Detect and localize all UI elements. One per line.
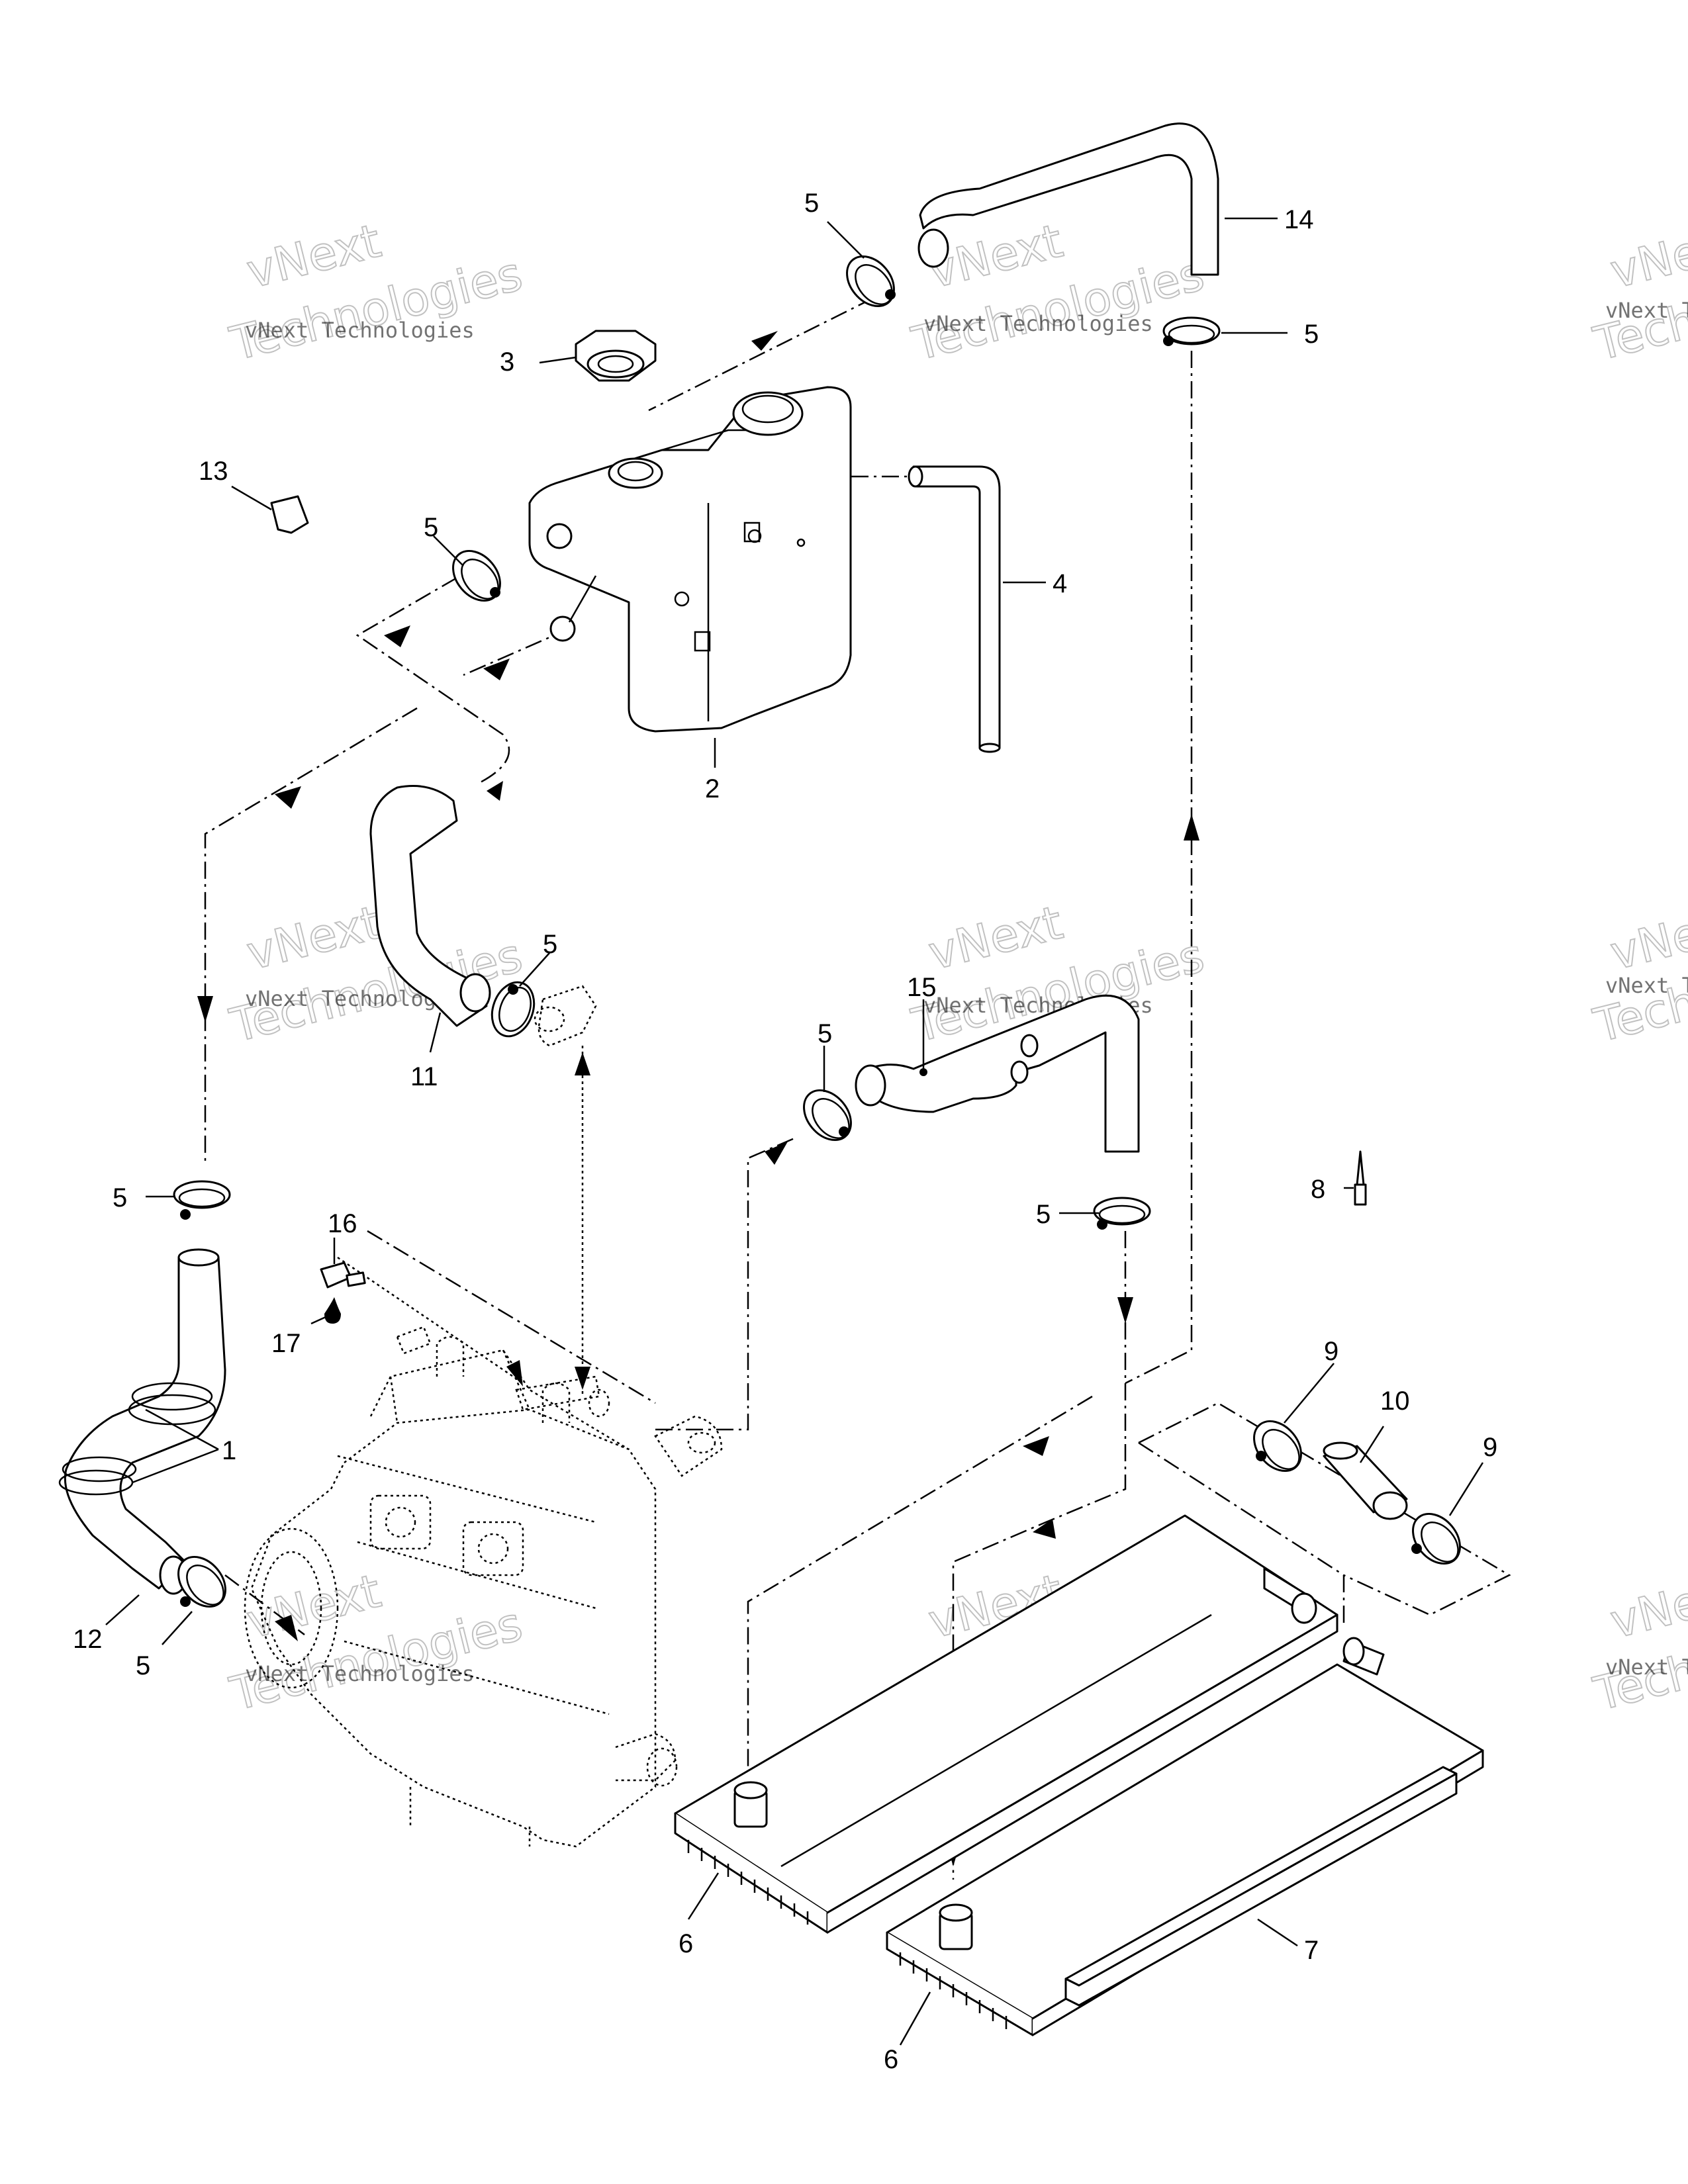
callout-3: 3 xyxy=(500,347,514,377)
lower-hose-1-12 xyxy=(58,1248,226,1595)
callout-5: 5 xyxy=(1036,1200,1051,1229)
clamp-9 xyxy=(1253,1420,1302,1473)
watermark: vNext Technologies xyxy=(1588,213,1688,372)
callout-14: 14 xyxy=(1284,205,1314,234)
callout-15: 15 xyxy=(907,973,937,1002)
temperature-sensor-16 xyxy=(320,1261,366,1289)
callout-2: 2 xyxy=(705,774,720,803)
callout-5: 5 xyxy=(424,513,438,542)
watermark-text: vNext Technologies xyxy=(1605,973,1688,998)
clamp-9 xyxy=(1411,1512,1461,1565)
clamp-5 xyxy=(173,1180,231,1220)
clamp-5 xyxy=(803,1089,852,1142)
callout-labels: 5 14 5 3 13 5 4 2 5 11 15 5 5 8 5 16 17 … xyxy=(73,189,1497,2074)
callout-16: 16 xyxy=(328,1209,357,1238)
callout-7: 7 xyxy=(1304,1936,1319,1965)
callout-4: 4 xyxy=(1053,569,1067,598)
callout-12: 12 xyxy=(73,1625,103,1654)
clamp-5 xyxy=(1093,1197,1151,1230)
svg-text:vNext: vNext xyxy=(1605,895,1688,981)
svg-text:vNext: vNext xyxy=(1605,1564,1688,1649)
watermark: vNext Technologies xyxy=(1588,895,1688,1054)
hose-11 xyxy=(369,785,491,1027)
clamp-5 xyxy=(452,549,501,602)
engine-block xyxy=(244,1326,723,1848)
watermark-text: vNext Technologies xyxy=(245,318,475,343)
watermark-text: vNext Technologies xyxy=(245,1661,475,1686)
callout-5: 5 xyxy=(804,189,819,218)
svg-text:vNext: vNext xyxy=(1605,214,1688,299)
callout-5: 5 xyxy=(818,1019,832,1048)
callout-13: 13 xyxy=(199,457,228,486)
connector-tube-10 xyxy=(1323,1441,1408,1520)
callout-9: 9 xyxy=(1483,1433,1497,1462)
watermark-text: vNext Technologies xyxy=(1605,298,1688,323)
watermark: vNext Technologies xyxy=(224,213,528,372)
callout-5: 5 xyxy=(113,1183,127,1212)
callout-5: 5 xyxy=(543,930,557,959)
rail-7 xyxy=(1064,1766,1458,2007)
radiator-6-upper xyxy=(674,1514,1338,1934)
watermark-text: vNext Technologies xyxy=(923,311,1153,336)
thermostat-housing xyxy=(534,985,597,1047)
callout-17: 17 xyxy=(271,1329,301,1358)
watermark-text: vNext Technologies xyxy=(1605,1655,1688,1680)
watermark: vNext Technologies xyxy=(224,895,528,1054)
callout-11: 11 xyxy=(410,1062,438,1091)
callout-6: 6 xyxy=(884,2045,898,2074)
sealant-drop-17 xyxy=(324,1297,341,1324)
callout-10: 10 xyxy=(1380,1387,1410,1416)
callout-8: 8 xyxy=(1311,1175,1325,1204)
clip-13 xyxy=(270,495,309,534)
callout-5: 5 xyxy=(136,1651,150,1680)
radiator-cap-3 xyxy=(575,330,657,382)
callout-5: 5 xyxy=(1304,320,1319,349)
callout-1: 1 xyxy=(222,1436,236,1465)
overflow-hose-4 xyxy=(908,465,1001,753)
clamp-5 xyxy=(491,981,536,1038)
coolant-reservoir-2 xyxy=(528,386,852,733)
upper-hose-14 xyxy=(917,122,1219,276)
hose-15 xyxy=(855,994,1140,1153)
watermark: vNext Technologies xyxy=(1588,1563,1688,1722)
clamp-5 xyxy=(846,255,896,308)
watermark: vNext Technologies xyxy=(224,1563,528,1722)
screw-8 xyxy=(1354,1150,1367,1206)
clamp-5 xyxy=(1162,316,1221,346)
callout-6: 6 xyxy=(679,1929,693,1958)
hose-clamps xyxy=(173,255,1461,1608)
leader-lines xyxy=(105,217,1484,2046)
callout-9: 9 xyxy=(1324,1337,1338,1366)
clamp-5 xyxy=(177,1555,226,1608)
